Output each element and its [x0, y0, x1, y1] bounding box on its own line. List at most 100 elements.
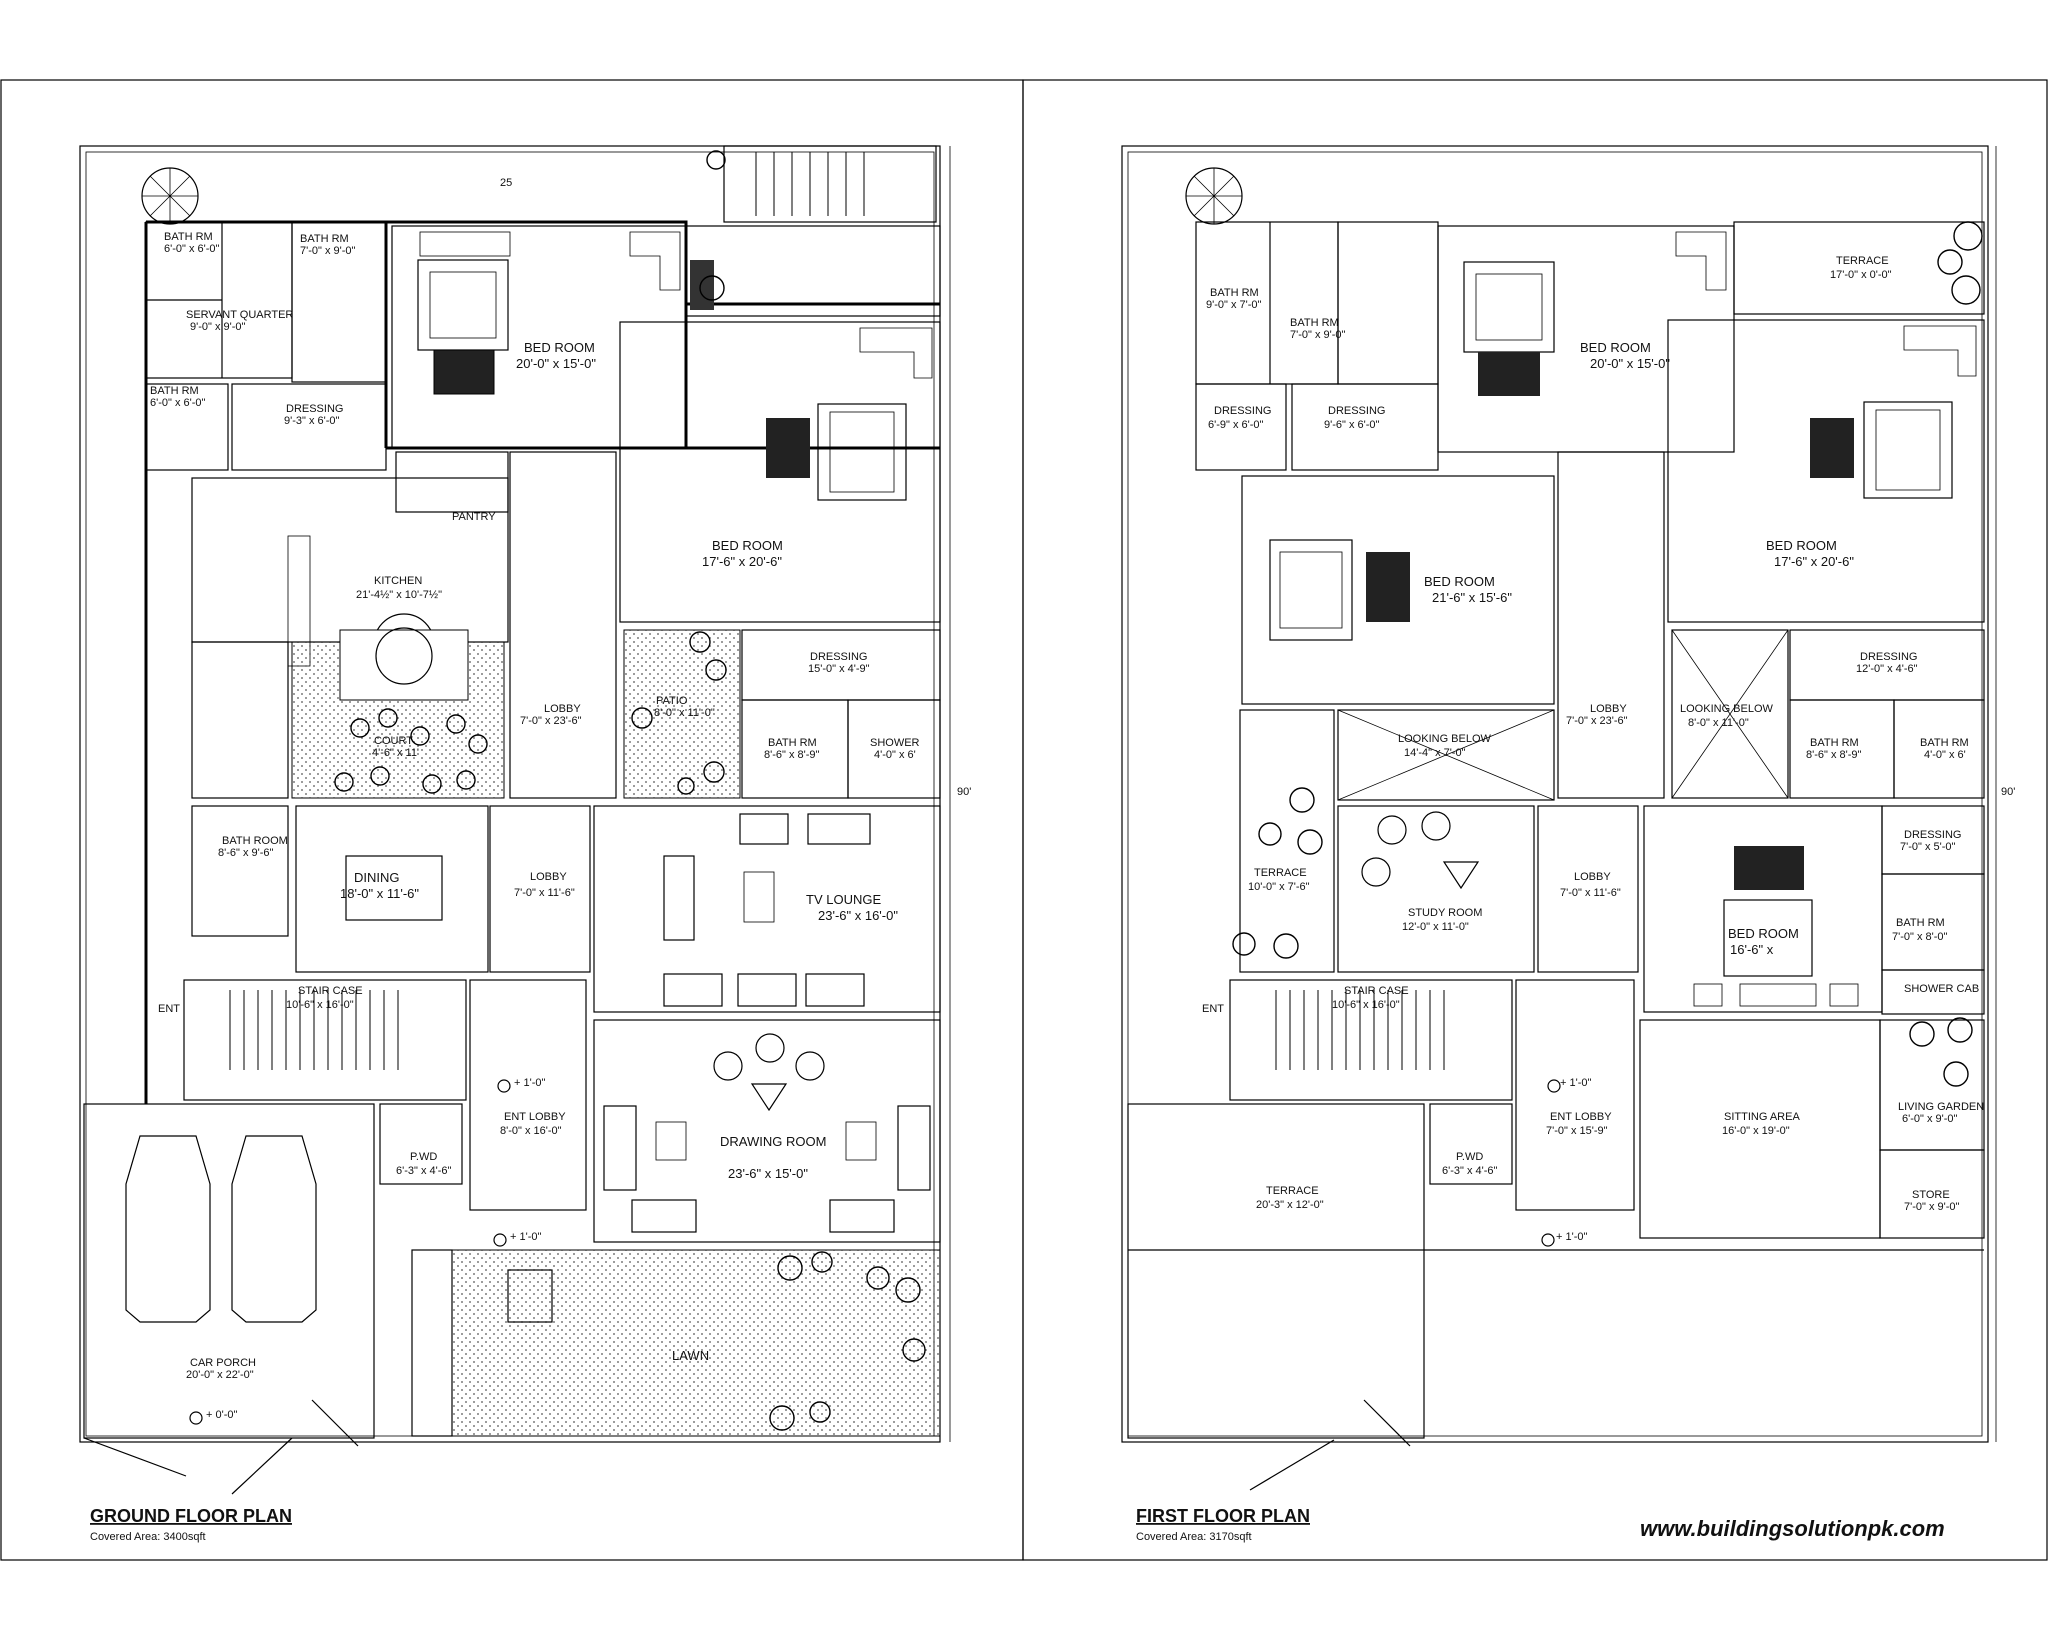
ff-covered-area: Covered Area: 3170sqft — [1136, 1531, 1252, 1543]
ff-powder-size: 6'-3" x 4'-6" — [1442, 1165, 1498, 1177]
gf-lawn-name: LAWN — [672, 1348, 709, 1363]
ff-garden-name: LIVING GARDEN — [1898, 1101, 1984, 1113]
gf-ent-mark: ENT — [158, 1003, 180, 1015]
gf-bath4-size: 8'-6" x 8'-9" — [764, 749, 820, 761]
ff-dress2-size: 9'-6" x 6'-0" — [1324, 419, 1380, 431]
gf-stair-size: 10'-6" x 16'-0" — [286, 999, 354, 1011]
gf-drawing-size: 23'-6" x 15'-0" — [728, 1166, 808, 1181]
ff-lobby1-name: LOBBY — [1590, 703, 1627, 715]
gf-patio-name: PATIO — [656, 695, 688, 707]
ff-bath3-name: BATH RM — [1810, 737, 1859, 749]
ff-lobby2-size: 7'-0" x 11'-6" — [1560, 887, 1621, 899]
gf-title: GROUND FLOOR PLAN — [90, 1506, 292, 1526]
gf-kitchen-size: 21'-4½" x 10'-7½" — [356, 589, 442, 601]
ff-bed3-size: 17'-6" x 20'-6" — [1774, 554, 1854, 569]
right-sheet-frame — [1022, 79, 2048, 1561]
gf-servant-size: 9'-0" x 9'-0" — [190, 321, 246, 333]
ff-stair-name: STAIR CASE — [1344, 985, 1409, 997]
gf-stair-treads — [229, 990, 399, 1070]
gf-dining-name: DINING — [354, 870, 400, 885]
gf-kitchen-name: KITCHEN — [374, 575, 422, 587]
ff-terr3-name: TERRACE — [1266, 1185, 1319, 1197]
ff-depth-dim: 90' — [2001, 786, 2015, 798]
ff-sitting-size: 16'-0" x 19'-0" — [1722, 1125, 1790, 1137]
gf-bath2-name: BATH RM — [300, 233, 349, 245]
gf-bath2-size: 7'-0" x 9'-0" — [300, 245, 356, 257]
ff-showercab-name: SHOWER CAB — [1904, 983, 1979, 995]
gf-stair-name: STAIR CASE — [298, 985, 363, 997]
ff-dress1-size: 6'-9" x 6'-0" — [1208, 419, 1264, 431]
gf-pantry-name: PANTRY — [452, 511, 496, 523]
gf-powder-size: 6'-3" x 4'-6" — [396, 1165, 452, 1177]
ff-bath1-name: BATH RM — [1210, 287, 1259, 299]
ff-dress3-name: DRESSING — [1860, 651, 1917, 663]
gf-porch-name: CAR PORCH — [190, 1357, 256, 1369]
gf-patio-size: 8'-0" x 11'-0" — [654, 707, 715, 719]
ff-bath4-size: 4'-0" x 6' — [1924, 749, 1966, 761]
ff-stair-size: 10'-6" x 16'-0" — [1332, 999, 1400, 1011]
gf-lobby2-name: LOBBY — [530, 871, 567, 883]
gf-dress1-name: DRESSING — [286, 403, 343, 415]
gf-court-size: 4'-6" x 11' — [372, 747, 419, 759]
ff-bed4-name: BED ROOM — [1728, 926, 1799, 941]
ff-bath5-size: 7'-0" x 8'-0" — [1892, 931, 1948, 943]
ff-ent-mark: ENT — [1202, 1003, 1224, 1015]
ff-garden-size: 6'-0" x 9'-0" — [1902, 1113, 1958, 1125]
ff-dress2-name: DRESSING — [1328, 405, 1385, 417]
ff-bed2-name: BED ROOM — [1424, 574, 1495, 589]
ff-bed1-name: BED ROOM — [1580, 340, 1651, 355]
ff-bed3-name: BED ROOM — [1766, 538, 1837, 553]
ff-ent-level: + 1'-0" — [1556, 1231, 1587, 1243]
ff-study-size: 12'-0" x 11'-0" — [1402, 921, 1469, 933]
ff-store-name: STORE — [1912, 1189, 1950, 1201]
gf-bed1-name: BED ROOM — [524, 340, 595, 355]
gf-drawing-name: DRAWING ROOM — [720, 1134, 826, 1149]
ff-bed4-size: 16'-6" x — [1730, 942, 1774, 957]
gf-porch-level: + 0'-0" — [206, 1409, 237, 1421]
gf-ent-level: + 1'-0" — [510, 1231, 541, 1243]
gf-width-dim: 25 — [500, 177, 512, 189]
ff-store-size: 7'-0" x 9'-0" — [1904, 1201, 1960, 1213]
website-watermark: www.buildingsolutionpk.com — [1640, 1516, 1945, 1541]
ff-dress4-name: DRESSING — [1904, 829, 1961, 841]
ff-entlobby-level: + 1'-0" — [1560, 1077, 1591, 1089]
gf-entlobby-name: ENT LOBBY — [504, 1111, 566, 1123]
gf-bed2-name: BED ROOM — [712, 538, 783, 553]
plant-icons — [334, 150, 1983, 1431]
gf-depth-dim: 90' — [957, 786, 971, 798]
ff-bath2-name: BATH RM — [1290, 317, 1339, 329]
ff-bath4-name: BATH RM — [1920, 737, 1969, 749]
gf-covered-area: Covered Area: 3400sqft — [90, 1531, 206, 1543]
gf-servant-name: SERVANT QUARTER — [186, 309, 293, 321]
ff-powder-name: P.WD — [1456, 1151, 1483, 1163]
ff-lookbelow2-size: 14'-4" x 7'-0" — [1404, 747, 1466, 759]
ff-title: FIRST FLOOR PLAN — [1136, 1506, 1310, 1526]
ff-bed1-size: 20'-0" x 15'-0" — [1590, 356, 1670, 371]
gf-tvlounge-size: 23'-6" x 16'-0" — [818, 908, 898, 923]
gf-tvlounge-name: TV LOUNGE — [806, 892, 881, 907]
gf-court-name: COURT — [374, 735, 413, 747]
gf-porch-size: 20'-0" x 22'-0" — [186, 1369, 254, 1381]
gf-bath3-size: 6'-0" x 6'-0" — [150, 397, 206, 409]
gf-lobby2-size: 7'-0" x 11'-6" — [514, 887, 575, 899]
gf-lobby1-size: 7'-0" x 23'-6" — [520, 715, 582, 727]
first-floor-plan: 90' — [1121, 145, 2015, 1543]
gf-bed1-size: 20'-0" x 15'-0" — [516, 356, 596, 371]
gf-bath1-size: 6'-0" x 6'-0" — [164, 243, 220, 255]
ff-lookbelow1-size: 8'-0" x 11'-0" — [1688, 717, 1749, 729]
ff-stair-treads — [1275, 990, 1445, 1070]
gf-bath1-name: BATH RM — [164, 231, 213, 243]
ff-dress3-size: 12'-0" x 4'-6" — [1856, 663, 1918, 675]
gf-shower-name: SHOWER — [870, 737, 920, 749]
ff-bath2-size: 7'-0" x 9'-0" — [1290, 329, 1346, 341]
gf-bath3-name: BATH RM — [150, 385, 199, 397]
ff-bath1-size: 9'-0" x 7'-0" — [1206, 299, 1262, 311]
gf-entlobby-level: + 1'-0" — [514, 1077, 545, 1089]
ff-bath3-size: 8'-6" x 8'-9" — [1806, 749, 1862, 761]
ff-entlobby-name: ENT LOBBY — [1550, 1111, 1612, 1123]
gf-bath4-name: BATH RM — [768, 737, 817, 749]
ff-entlobby-size: 7'-0" x 15'-9" — [1546, 1125, 1608, 1137]
ff-terr2-name: TERRACE — [1254, 867, 1307, 879]
ground-floor-plan: 90' 25 — [79, 145, 971, 1543]
